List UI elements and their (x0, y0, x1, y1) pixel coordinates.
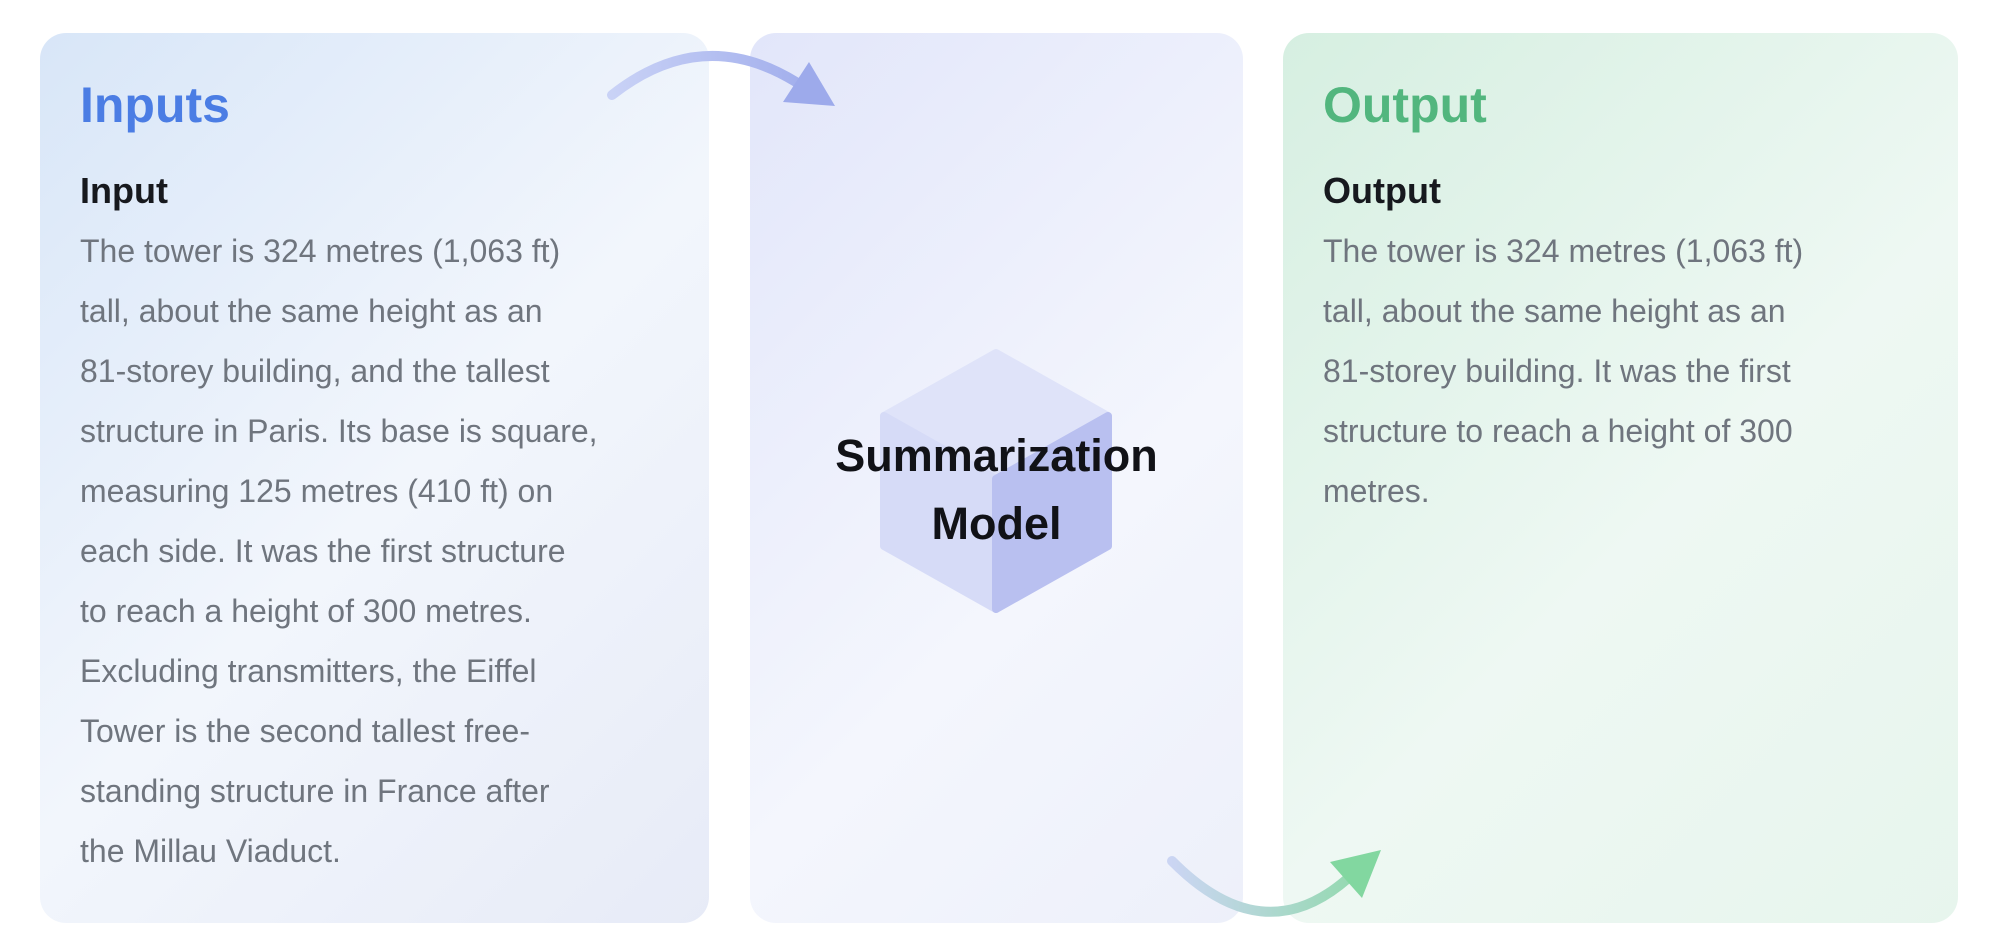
model-panel: Summarization Model (750, 33, 1243, 923)
cube-right-face (992, 412, 1112, 613)
inputs-panel: Inputs Input The tower is 324 metres (1,… (40, 33, 709, 923)
output-panel: Output Output The tower is 324 metres (1… (1283, 33, 1958, 923)
model-label: Summarization Model (835, 430, 1158, 549)
output-panel-title: Output (1323, 77, 1487, 133)
input-section-label: Input (80, 170, 168, 211)
output-text: The tower is 324 metres (1,063 ft) tall,… (1323, 233, 1804, 509)
output-section-label: Output (1323, 170, 1441, 211)
cube-icon (880, 349, 1112, 613)
inputs-panel-title: Inputs (80, 77, 230, 133)
input-text: The tower is 324 metres (1,063 ft) tall,… (80, 233, 598, 869)
